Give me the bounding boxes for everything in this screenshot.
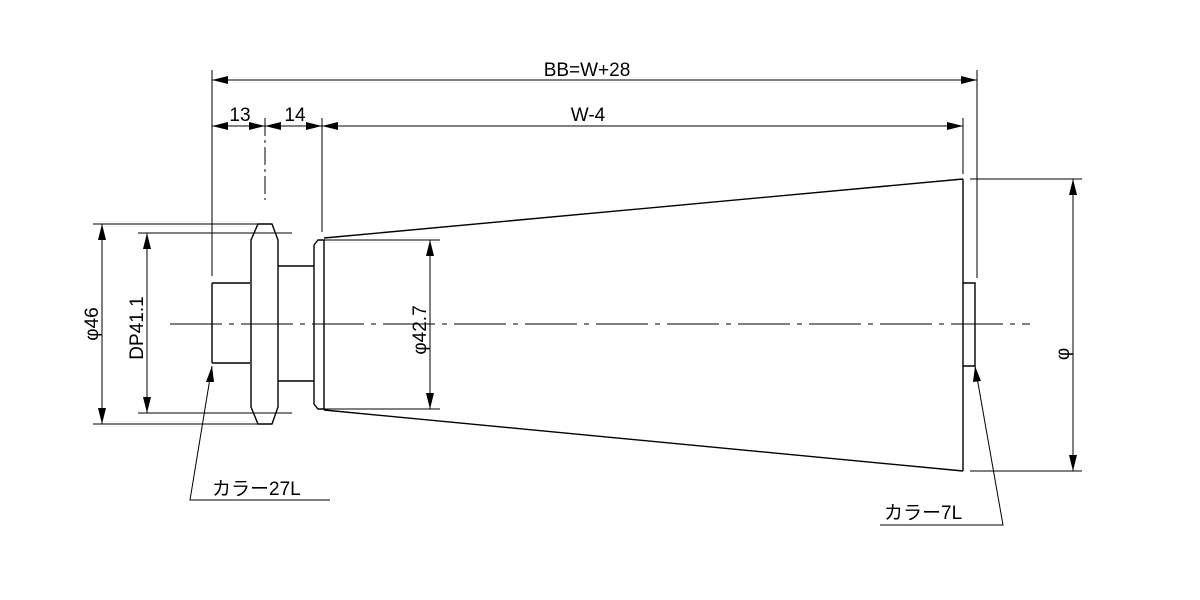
horizontal-dimensions xyxy=(212,76,977,130)
collar-width-label: 13 xyxy=(229,105,250,126)
right-collar-callout: カラー7L xyxy=(884,503,962,524)
shaft-step-label: 14 xyxy=(284,105,306,126)
tube-end-diameter-label: φ42.7 xyxy=(410,305,431,354)
flange-neck xyxy=(278,265,314,382)
roller-diameter-label: φ xyxy=(1053,348,1074,360)
flange-diameter-label: φ46 xyxy=(82,307,103,340)
tube-length-label: W-4 xyxy=(571,105,606,126)
bearing-diameter-label: DP41.1 xyxy=(127,296,148,359)
leader-lines xyxy=(189,365,1004,526)
tapered-tube xyxy=(323,178,964,472)
left-flange xyxy=(250,223,279,425)
left-collar-callout: カラー27L xyxy=(212,479,301,500)
left-shaft-stub xyxy=(211,282,250,364)
overall-length-label: BB=W+28 xyxy=(544,60,631,81)
roller-body xyxy=(170,178,1030,472)
extension-lines xyxy=(93,70,1082,472)
vertical-dimensions xyxy=(98,179,1077,471)
